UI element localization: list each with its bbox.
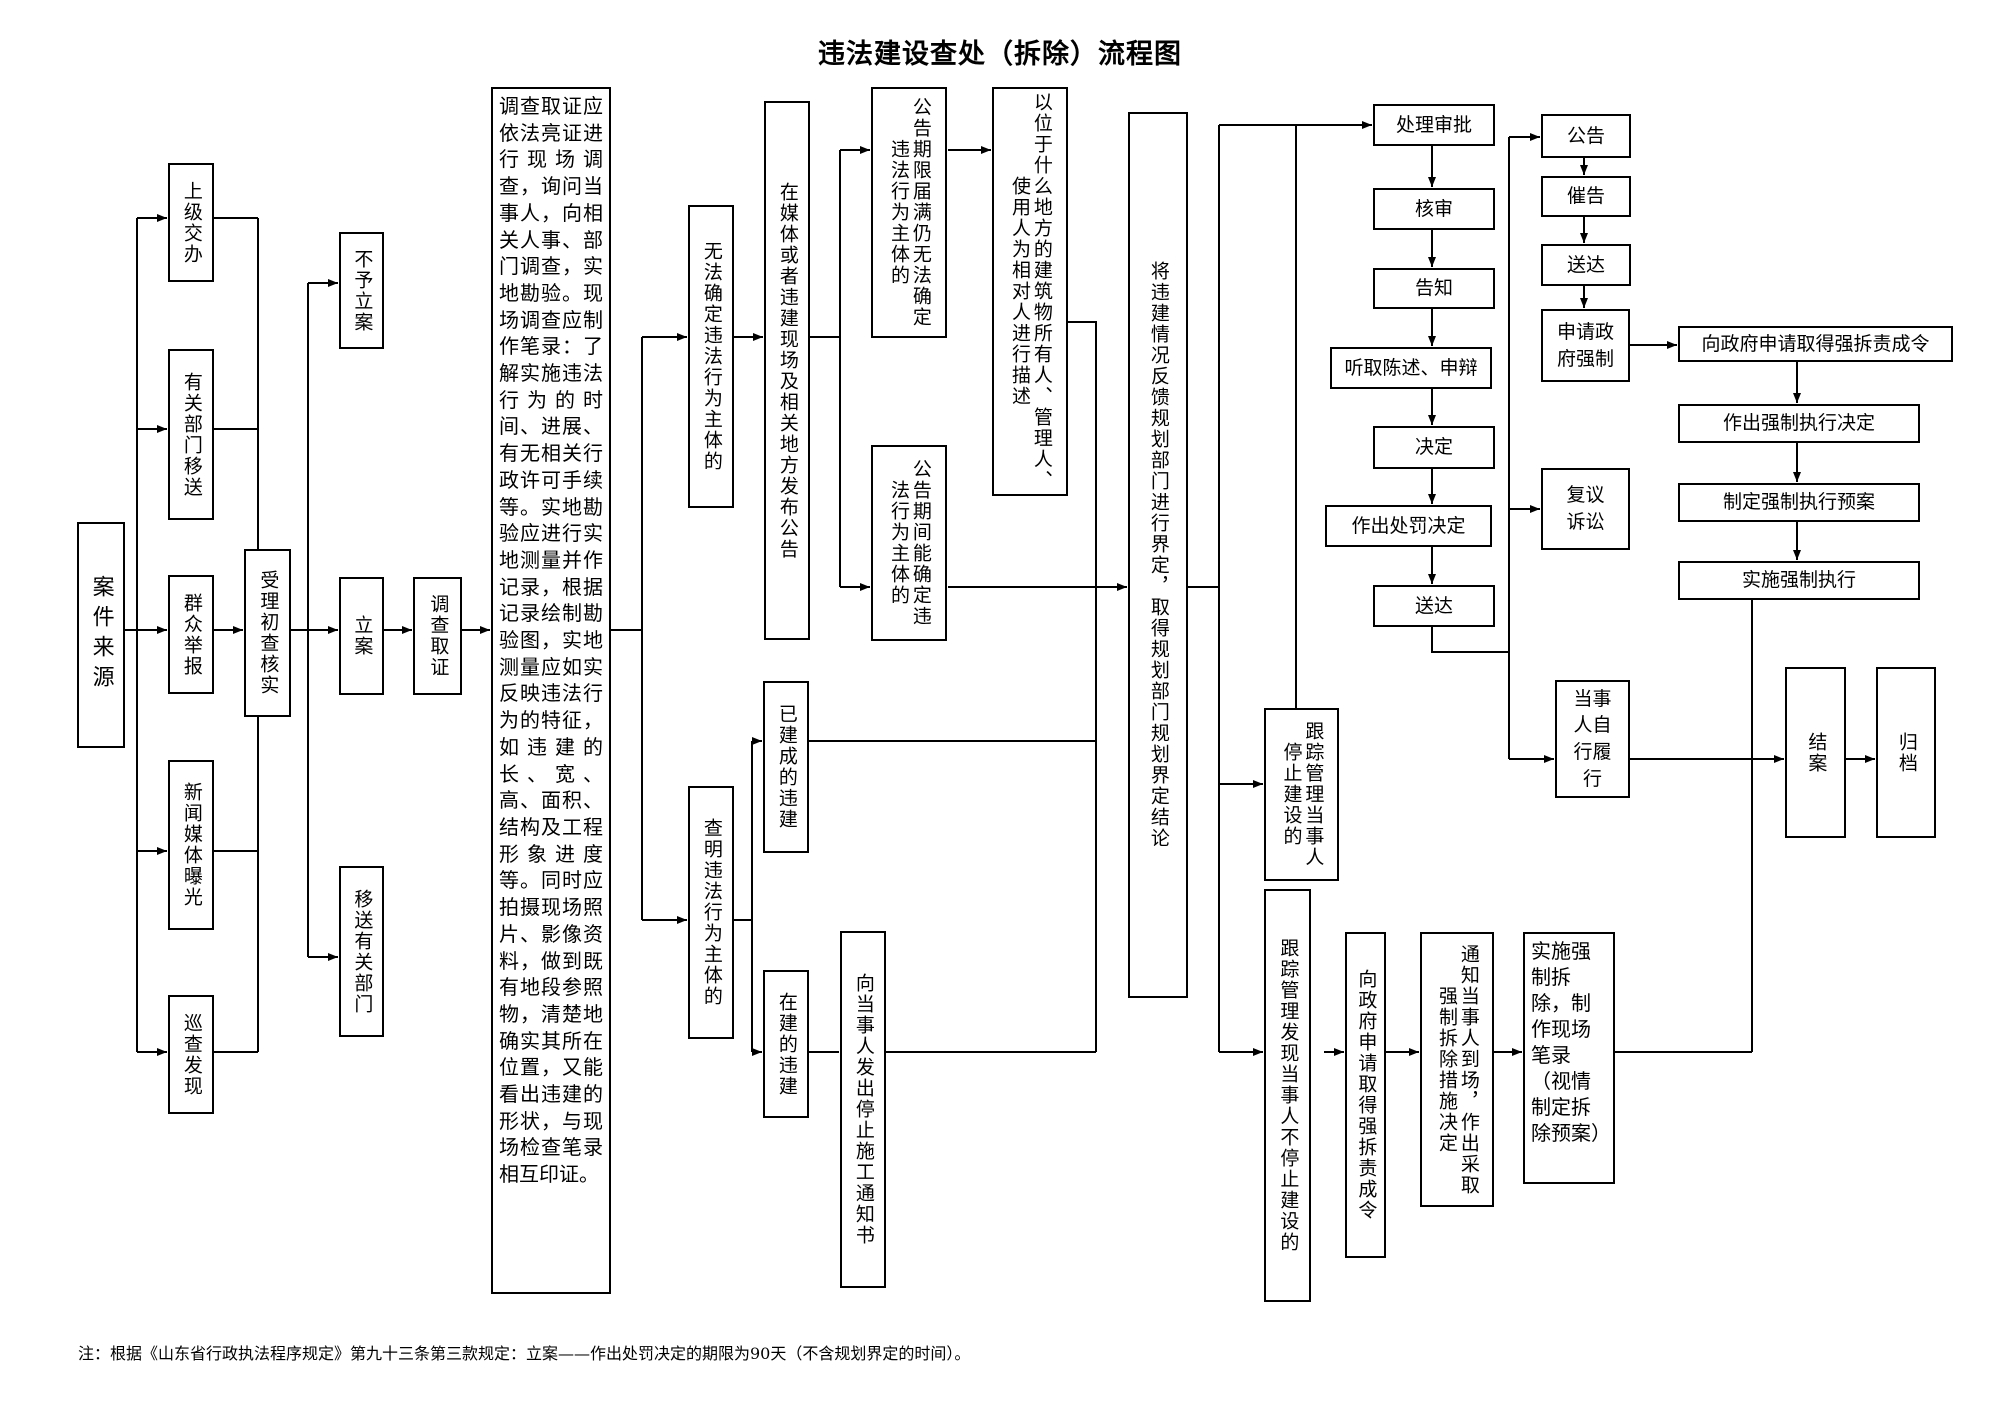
deliver-box-1: 送达 bbox=[1373, 585, 1495, 627]
enforce-box: 实施强制执行 bbox=[1678, 561, 1920, 600]
transfer-box: 移送有关部门 bbox=[339, 866, 384, 1037]
gov-request-box-2: 向政府申请取得强拆责成令 bbox=[1678, 326, 1953, 362]
stop-notice-box: 向当事人发出停止施工通知书 bbox=[840, 931, 886, 1288]
apply-gov-box: 申请政府强制 bbox=[1541, 309, 1630, 382]
known-subject-box: 查明违法行为主体的 bbox=[688, 786, 734, 1039]
self-comply-box: 当事人自行履行 bbox=[1555, 680, 1630, 798]
feedback-planning-box: 将违建情况反馈规划部门进行界定，取得规划部门规划界定结论 bbox=[1128, 112, 1188, 998]
investigate-box: 调查取证 bbox=[413, 577, 462, 695]
no-case-box: 不予立案 bbox=[339, 232, 384, 349]
urge-box: 催告 bbox=[1541, 176, 1631, 217]
deliver-box-2: 送达 bbox=[1541, 244, 1631, 286]
decide-box: 决定 bbox=[1373, 426, 1495, 469]
gov-request-box-1: 向政府申请取得强拆责成令 bbox=[1345, 932, 1386, 1258]
built-violation-box: 已建成的违建 bbox=[763, 681, 809, 853]
source-patrol-box: 巡查发现 bbox=[168, 995, 214, 1114]
enforce-decision-box: 作出强制执行决定 bbox=[1678, 404, 1920, 443]
approve-box: 处理审批 bbox=[1373, 104, 1495, 146]
archive-box: 归档 bbox=[1876, 667, 1936, 838]
hearing-box: 听取陈述、申辩 bbox=[1330, 347, 1492, 389]
inform-box: 告知 bbox=[1373, 268, 1495, 309]
enforce-plan-box: 制定强制执行预案 bbox=[1678, 483, 1920, 522]
implement-demolish-box: 实施强制拆除，制作现场笔录（视情制定拆除预案） bbox=[1523, 932, 1615, 1184]
investigate-description: 调查取证应依法亮证进行现场调查，询问当事人，向相关人事、部门调查，实地勘验。现场… bbox=[491, 87, 611, 1294]
reconsider-box: 复议诉讼 bbox=[1541, 468, 1630, 550]
file-case-box: 立案 bbox=[339, 577, 384, 695]
footnote: 注：根据《山东省行政执法程序规定》第九十三条第三款规定：立案——作出处罚决定的期… bbox=[78, 1344, 971, 1363]
owner-description-box: 以位于什么地方的建筑物所有人、管理人、使用人为相对人进行描述 bbox=[992, 87, 1068, 496]
penalty-decision-box: 作出处罚决定 bbox=[1325, 505, 1492, 547]
unknown-subject-box: 无法确定违法行为主体的 bbox=[688, 205, 734, 508]
source-superior-box: 上级交办 bbox=[168, 163, 214, 282]
notice-found-box: 公告期间能确定违法行为主体的 bbox=[871, 445, 947, 641]
close-case-box: 结案 bbox=[1785, 667, 1846, 838]
source-media-box: 新闻媒体曝光 bbox=[168, 760, 214, 930]
notice-expired-box: 公告期限届满仍无法确定违法行为主体的 bbox=[871, 87, 947, 338]
case-source-box: 案件来源 bbox=[77, 522, 125, 748]
source-public-box: 群众举报 bbox=[168, 575, 214, 694]
announce-box: 公告 bbox=[1541, 114, 1631, 158]
building-violation-box: 在建的违建 bbox=[763, 970, 809, 1118]
source-department-box: 有关部门移送 bbox=[168, 349, 214, 520]
page-title: 违法建设查处（拆除）流程图 bbox=[818, 39, 1182, 70]
notify-demolish-box: 通知当事人到场，作出采取强制拆除措施决定 bbox=[1420, 932, 1494, 1207]
accept-check-box: 受理初查核实 bbox=[244, 549, 291, 717]
publish-notice-box: 在媒体或者违建现场及相关地方发布公告 bbox=[764, 101, 810, 640]
track-stopped-box: 跟踪管理当事人停止建设的 bbox=[1264, 708, 1339, 881]
review-box: 核审 bbox=[1373, 188, 1495, 230]
track-continuing-box: 跟踪管理发现当事人不停止建设的 bbox=[1264, 889, 1311, 1302]
